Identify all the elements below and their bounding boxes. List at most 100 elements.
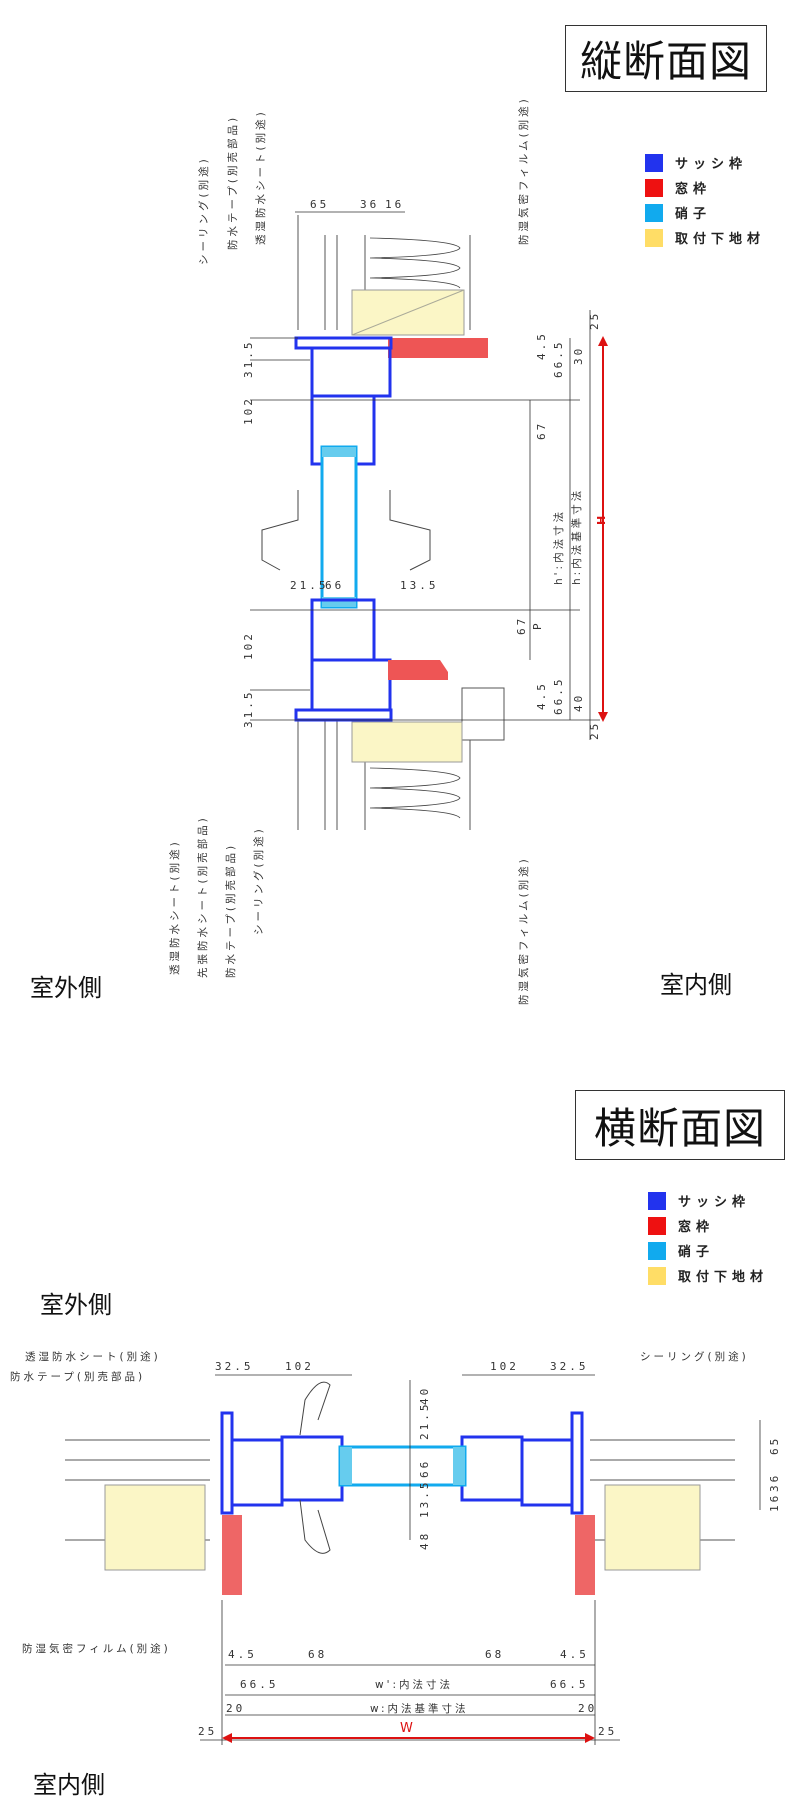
vertical-top-notes: シーリング(別途) 防水テープ(別売部品) 透湿防水シート(別途) 防湿気密フィ… [197, 96, 530, 265]
dim-right-4-5-top: 4.5 [535, 331, 548, 360]
window-frame-bottom [388, 660, 448, 680]
note-breathable-sheet-bottom: 透湿防水シート(別途) [168, 839, 181, 975]
legend-swatch-base [648, 1266, 666, 1285]
dim-P: P [531, 620, 544, 630]
h-dim-20-right: 20 [578, 1702, 597, 1715]
h-dim-25-right: 25 [598, 1725, 617, 1738]
legend-swatch-glass [645, 203, 663, 222]
h-dim-21-5: 21.5 [418, 1402, 431, 1441]
legend-label: 取付下地材 [675, 232, 766, 247]
legend-item-sash: サッシ枠 [645, 150, 765, 175]
window-frame-top [388, 338, 488, 358]
h-dim-66-5-right: 66.5 [550, 1678, 589, 1691]
h-dim-25-left: 25 [198, 1725, 217, 1738]
legend-label: 硝子 [675, 207, 712, 222]
dim-right-4-5-bottom: 4.5 [535, 681, 548, 710]
h-dim-w-prime: w':内法寸法 [375, 1678, 453, 1691]
horizontal-exterior-label: 室外側 [40, 1291, 112, 1319]
W-arrow-left [222, 1733, 232, 1743]
vertical-legend: サッシ枠 窓枠 硝子 取付下地材 [645, 150, 765, 250]
note-breathable-sheet-top: 透湿防水シート(別途) [254, 109, 267, 245]
h-dim-102-right: 102 [490, 1360, 519, 1373]
legend-item-window-frame: 窓枠 [645, 175, 765, 200]
h-glass-spacer-left [340, 1447, 352, 1485]
note-vapor-film-top: 防湿気密フィルム(別途) [517, 96, 530, 245]
note-sealing-bottom: シーリング(別途) [252, 826, 265, 935]
h-dim-102-left: 102 [285, 1360, 314, 1373]
h-base-left [104, 1484, 206, 1571]
horizontal-section-title-text: 横断面図 [593, 1103, 766, 1153]
horizontal-section-title: 横断面図 [575, 1090, 785, 1160]
dim-left-102-bottom: 102 [242, 631, 255, 660]
h-base-right [604, 1484, 701, 1571]
dim-h-prime: h':内法寸法 [552, 509, 565, 585]
h-dim-40: 40 [418, 1386, 431, 1405]
dim-outer-25-top: 25 [588, 311, 601, 330]
insulation-bottom [369, 767, 461, 819]
h-glass-pane [338, 1445, 467, 1487]
dim-top-16: 16 [385, 198, 404, 211]
dim-right-66-5-top: 66.5 [552, 340, 565, 379]
dim-glass-21-5: 21.5 [290, 579, 329, 592]
h-dim-65: 65 [768, 1436, 781, 1455]
h-dim-w: w:内法基準寸法 [370, 1702, 469, 1715]
legend-item-base: 取付下地材 [645, 225, 765, 250]
h-dim-W-label: W [400, 1721, 413, 1736]
legend-label: 窓枠 [675, 182, 712, 197]
h-dim-32-5-right: 32.5 [550, 1360, 589, 1373]
dim-H-label: H [595, 516, 608, 525]
vertical-section-title-text: 縦断面図 [579, 37, 752, 86]
sash-bottom [294, 598, 393, 722]
note-vapor-film-bottom: 防湿気密フィルム(別途) [517, 856, 530, 1005]
h-dim-36: 36 [768, 1473, 781, 1492]
legend-label: サッシ枠 [675, 157, 748, 172]
h-dim-68-right: 68 [485, 1648, 504, 1661]
dim-right-67-top: 67 [535, 421, 548, 440]
legend-swatch-window-frame [645, 178, 663, 197]
note-waterproof-tape-top: 防水テープ(別売部品) [226, 115, 239, 250]
h-note-waterproof-tape: 防水テープ(別売部品) [10, 1370, 145, 1383]
dim-right-66-5-bottom: 66.5 [552, 677, 565, 716]
sash-top [294, 336, 393, 466]
legend-label: サッシ枠 [678, 1195, 751, 1210]
dim-right-67-bottom: 67 [515, 616, 528, 635]
dim-top-65: 65 [310, 198, 329, 211]
glass-spacer-bottom [322, 597, 356, 607]
glass-spacer-top [322, 447, 356, 457]
legend-item-base: 取付下地材 [648, 1263, 768, 1288]
h-glass-spacer-right [453, 1447, 465, 1485]
legend-label: 窓枠 [678, 1220, 715, 1235]
h-dim-lines [200, 1374, 761, 1745]
legend-item-glass: 硝子 [648, 1238, 768, 1263]
note-pre-sheet-bottom: 先張防水シート(別売部品) [196, 815, 209, 978]
legend-item-window-frame: 窓枠 [648, 1213, 768, 1238]
h-dim-16: 16 [768, 1493, 781, 1512]
dim-outer-40: 40 [572, 693, 585, 712]
h-dim-48: 48 [418, 1531, 431, 1550]
vertical-exterior-label: 室外側 [30, 974, 102, 1002]
dim-left-102-top: 102 [242, 396, 255, 425]
dim-outer-25-bottom: 25 [588, 721, 601, 740]
note-waterproof-tape-bottom: 防水テープ(別売部品) [224, 843, 237, 978]
h-dim-4-5-left: 4.5 [228, 1648, 257, 1661]
base-material-bottom [351, 721, 463, 763]
dim-outer-30: 30 [572, 346, 585, 365]
legend-label: 硝子 [678, 1245, 715, 1260]
vertical-dim-lines [250, 211, 600, 740]
horizontal-notes: 透湿防水シート(別途) 防水テープ(別売部品) シーリング(別途) 防湿気密フィ… [10, 1350, 749, 1655]
h-window-frame-left [222, 1515, 242, 1595]
h-dim-66: 66 [418, 1459, 431, 1478]
h-handles [299, 1381, 331, 1554]
note-sealing-top: シーリング(別途) [197, 156, 210, 265]
H-arrow-bottom [598, 712, 608, 722]
handle-outlines [261, 490, 431, 571]
dim-left-31-5-top: 31.5 [242, 340, 255, 379]
legend-swatch-sash [645, 153, 663, 172]
insulation-top [369, 237, 461, 289]
vertical-drawing: 65 36 16 21.5 66 13.5 31.5 102 102 31.5 … [168, 96, 608, 1005]
h-note-sealing: シーリング(別途) [640, 1350, 749, 1363]
horizontal-interior-label: 室内側 [33, 1771, 105, 1799]
h-window-frame-right [575, 1515, 595, 1595]
base-diagonal [351, 289, 465, 336]
